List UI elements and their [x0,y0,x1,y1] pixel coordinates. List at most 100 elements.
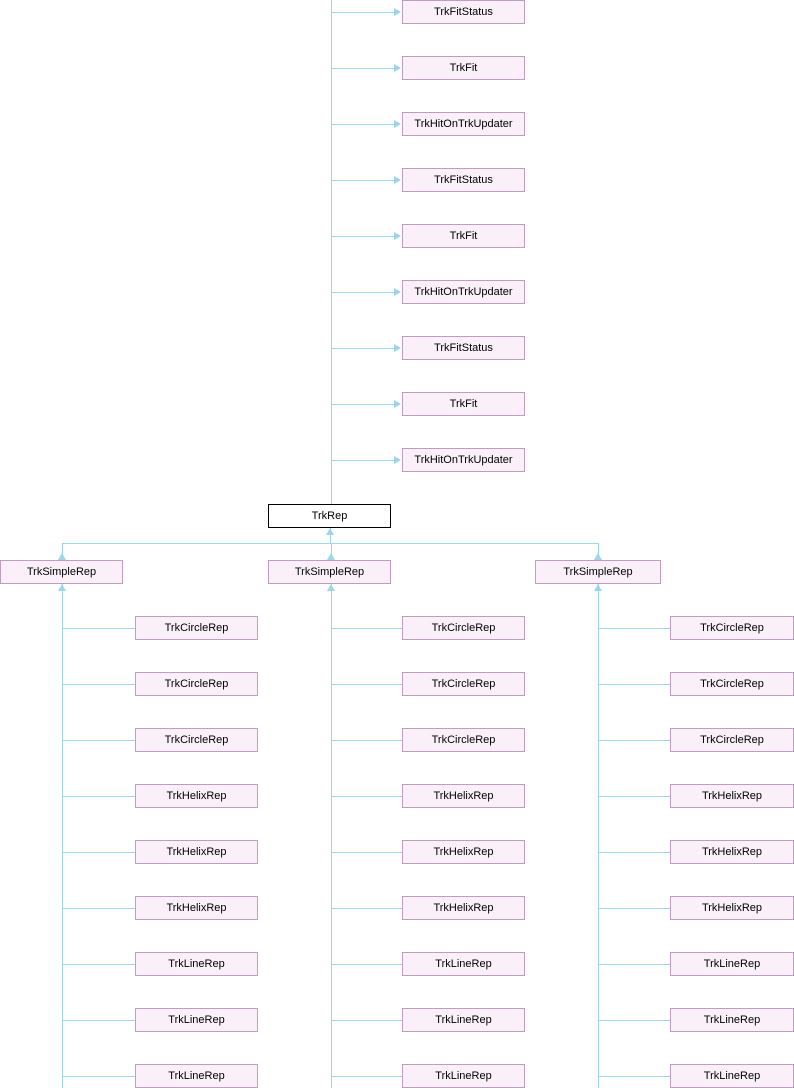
child-node-1-7-label: TrkLineRep [435,1014,492,1026]
child-connector-2-0 [598,628,670,629]
collaborator-node-6[interactable]: TrkFitStatus [402,336,525,360]
subclass-bus-drop-0 [62,543,63,560]
collaboration-connector-8 [331,460,394,461]
child-node-0-2[interactable]: TrkCircleRep [135,728,258,752]
child-node-0-0-label: TrkCircleRep [164,622,229,634]
child-node-0-7-label: TrkLineRep [168,1014,225,1026]
child-connector-0-8 [62,1076,135,1077]
collaboration-connector-7 [331,404,394,405]
child-connector-2-1 [598,684,670,685]
child-connector-1-7 [331,1020,402,1021]
inheritance-bus-line [62,543,598,544]
child-node-2-7[interactable]: TrkLineRep [670,1008,794,1032]
child-node-2-8-label: TrkLineRep [703,1070,761,1082]
collaboration-arrow-icon-8 [394,456,401,464]
child-connector-1-5 [331,908,402,909]
child-node-0-2-label: TrkCircleRep [164,734,229,746]
child-connector-0-3 [62,796,135,797]
child-node-2-3[interactable]: TrkHelixRep [670,784,794,808]
subclass-parent-node-2-label: TrkSimpleRep [563,566,633,578]
collaborator-node-6-label: TrkFitStatus [434,342,493,354]
collaboration-connector-4 [331,236,394,237]
child-node-1-1[interactable]: TrkCircleRep [402,672,525,696]
root-node-trkrep[interactable]: TrkRep [268,504,391,528]
child-node-2-6-label: TrkLineRep [703,958,761,970]
child-node-1-8-label: TrkLineRep [435,1070,492,1082]
collaborator-node-4[interactable]: TrkFit [402,224,525,248]
child-connector-1-8 [331,1076,402,1077]
collaborator-node-0[interactable]: TrkFitStatus [402,0,525,24]
collaborator-node-3[interactable]: TrkFitStatus [402,168,525,192]
child-node-2-8[interactable]: TrkLineRep [670,1064,794,1088]
child-node-1-5[interactable]: TrkHelixRep [402,896,525,920]
child-node-1-7[interactable]: TrkLineRep [402,1008,525,1032]
collaboration-arrow-icon-4 [394,232,401,240]
child-node-2-1[interactable]: TrkCircleRep [670,672,794,696]
child-node-0-4[interactable]: TrkHelixRep [135,840,258,864]
child-node-1-3[interactable]: TrkHelixRep [402,784,525,808]
inheritance-root-arrow-icon [326,528,334,535]
child-connector-2-3 [598,796,670,797]
child-node-0-0[interactable]: TrkCircleRep [135,616,258,640]
child-node-1-2[interactable]: TrkCircleRep [402,728,525,752]
subclass-parent-arrow-icon-2 [594,553,602,560]
child-node-1-5-label: TrkHelixRep [433,902,494,914]
child-connector-1-4 [331,852,402,853]
collaborator-node-2[interactable]: TrkHitOnTrkUpdater [402,112,525,136]
child-node-0-8-label: TrkLineRep [168,1070,225,1082]
child-node-0-6-label: TrkLineRep [168,958,225,970]
collaborator-node-5[interactable]: TrkHitOnTrkUpdater [402,280,525,304]
child-node-0-7[interactable]: TrkLineRep [135,1008,258,1032]
child-node-1-6-label: TrkLineRep [435,958,492,970]
child-node-2-1-label: TrkCircleRep [700,678,764,690]
child-node-2-6[interactable]: TrkLineRep [670,952,794,976]
child-node-2-2[interactable]: TrkCircleRep [670,728,794,752]
child-connector-2-8 [598,1076,670,1077]
child-node-1-2-label: TrkCircleRep [431,734,496,746]
child-node-1-0[interactable]: TrkCircleRep [402,616,525,640]
child-connector-0-5 [62,908,135,909]
child-node-0-4-label: TrkHelixRep [166,846,227,858]
collaborator-node-7[interactable]: TrkFit [402,392,525,416]
child-node-0-3[interactable]: TrkHelixRep [135,784,258,808]
child-node-2-5[interactable]: TrkHelixRep [670,896,794,920]
subclass-parent-arrow-icon-0 [58,553,66,560]
child-connector-0-4 [62,852,135,853]
subclass-bus-drop-1 [331,543,332,560]
collaborator-node-8[interactable]: TrkHitOnTrkUpdater [402,448,525,472]
child-node-2-4[interactable]: TrkHelixRep [670,840,794,864]
collaborator-node-4-label: TrkFit [449,230,478,242]
subclass-parent-node-1[interactable]: TrkSimpleRep [268,560,391,584]
collaboration-connector-6 [331,348,394,349]
child-node-0-5[interactable]: TrkHelixRep [135,896,258,920]
child-node-1-4[interactable]: TrkHelixRep [402,840,525,864]
child-node-0-6[interactable]: TrkLineRep [135,952,258,976]
root-node-trkrep-label: TrkRep [311,510,348,522]
collaborator-node-1-label: TrkFit [449,62,478,74]
collaboration-arrow-icon-3 [394,176,401,184]
child-node-2-5-label: TrkHelixRep [701,902,763,914]
collaborator-node-3-label: TrkFitStatus [434,174,493,186]
child-node-0-8[interactable]: TrkLineRep [135,1064,258,1088]
child-connector-0-2 [62,740,135,741]
child-node-1-8[interactable]: TrkLineRep [402,1064,525,1088]
subclass-parent-arrow-icon-1 [327,553,335,560]
collaboration-arrow-icon-7 [394,400,401,408]
subclass-parent-node-0[interactable]: TrkSimpleRep [0,560,123,584]
collaborator-node-1[interactable]: TrkFit [402,56,525,80]
child-connector-2-6 [598,964,670,965]
subclass-parent-node-2[interactable]: TrkSimpleRep [535,560,661,584]
child-node-1-3-label: TrkHelixRep [433,790,494,802]
child-node-2-0[interactable]: TrkCircleRep [670,616,794,640]
child-node-0-1[interactable]: TrkCircleRep [135,672,258,696]
child-connector-0-0 [62,628,135,629]
collaboration-connector-1 [331,68,394,69]
child-node-1-6[interactable]: TrkLineRep [402,952,525,976]
child-spine-line-1 [331,584,332,1088]
child-connector-2-7 [598,1020,670,1021]
child-spine-line-2 [598,584,599,1088]
child-connector-1-1 [331,684,402,685]
child-connector-0-7 [62,1020,135,1021]
child-node-1-1-label: TrkCircleRep [431,678,496,690]
